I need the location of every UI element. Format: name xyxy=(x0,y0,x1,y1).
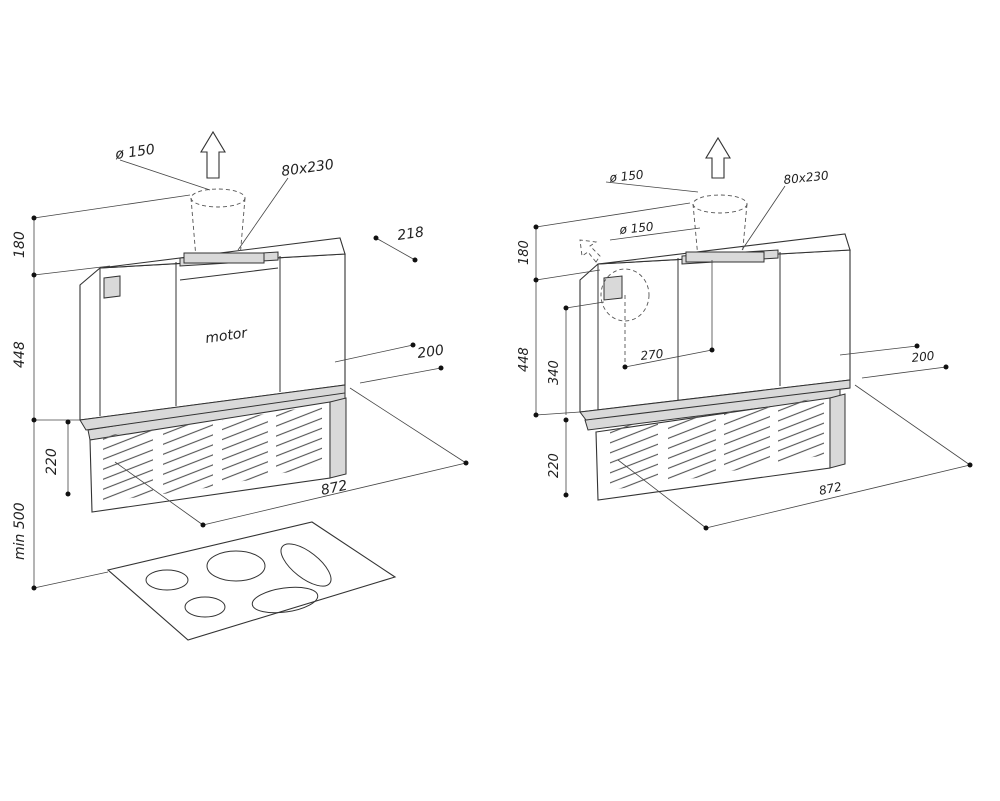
right-dim-270: 270 xyxy=(640,347,665,363)
right-dim-872: 872 xyxy=(818,479,843,497)
right-dim-340: 340 xyxy=(547,360,562,385)
right-dim-dia150-top: ø 150 xyxy=(608,167,645,185)
left-dim-218: 218 xyxy=(396,224,425,244)
left-dim-448: 448 xyxy=(12,341,28,368)
right-side-arrow-icon xyxy=(579,239,601,263)
right-dim-200: 200 xyxy=(911,349,936,365)
left-hood-body xyxy=(79,237,346,431)
left-grille-box xyxy=(87,389,347,513)
left-airflow-arrow-icon xyxy=(200,130,226,179)
left-dim-min500: min 500 xyxy=(12,502,28,560)
left-dim-180: 180 xyxy=(12,231,28,258)
right-dim-180: 180 xyxy=(517,240,532,265)
left-dim-220: 220 xyxy=(44,448,60,475)
left-cooktop xyxy=(106,521,397,641)
left-dim-80x230: 80x230 xyxy=(280,157,335,180)
right-grille-box xyxy=(584,384,846,501)
right-dim-220: 220 xyxy=(547,453,562,478)
left-dim-872: 872 xyxy=(320,478,350,499)
left-dim-dia150: ø 150 xyxy=(113,142,156,164)
right-side-outlet xyxy=(600,268,650,367)
left-motor-label: motor xyxy=(204,325,249,347)
right-airflow-arrow-icon xyxy=(705,136,731,179)
left-dim-200: 200 xyxy=(416,342,445,362)
left-duct xyxy=(183,188,265,264)
right-dim-80x230: 80x230 xyxy=(783,168,830,187)
right-dim-dia150-side: ø 150 xyxy=(618,219,655,237)
right-dimension-lines xyxy=(533,181,973,531)
left-hood-view: motor xyxy=(12,130,469,641)
right-dim-448: 448 xyxy=(517,347,532,372)
right-hood-view: 180 448 340 220 ø 150 ø 150 80x230 270 2… xyxy=(517,136,973,531)
left-dimension-lines xyxy=(31,159,469,591)
